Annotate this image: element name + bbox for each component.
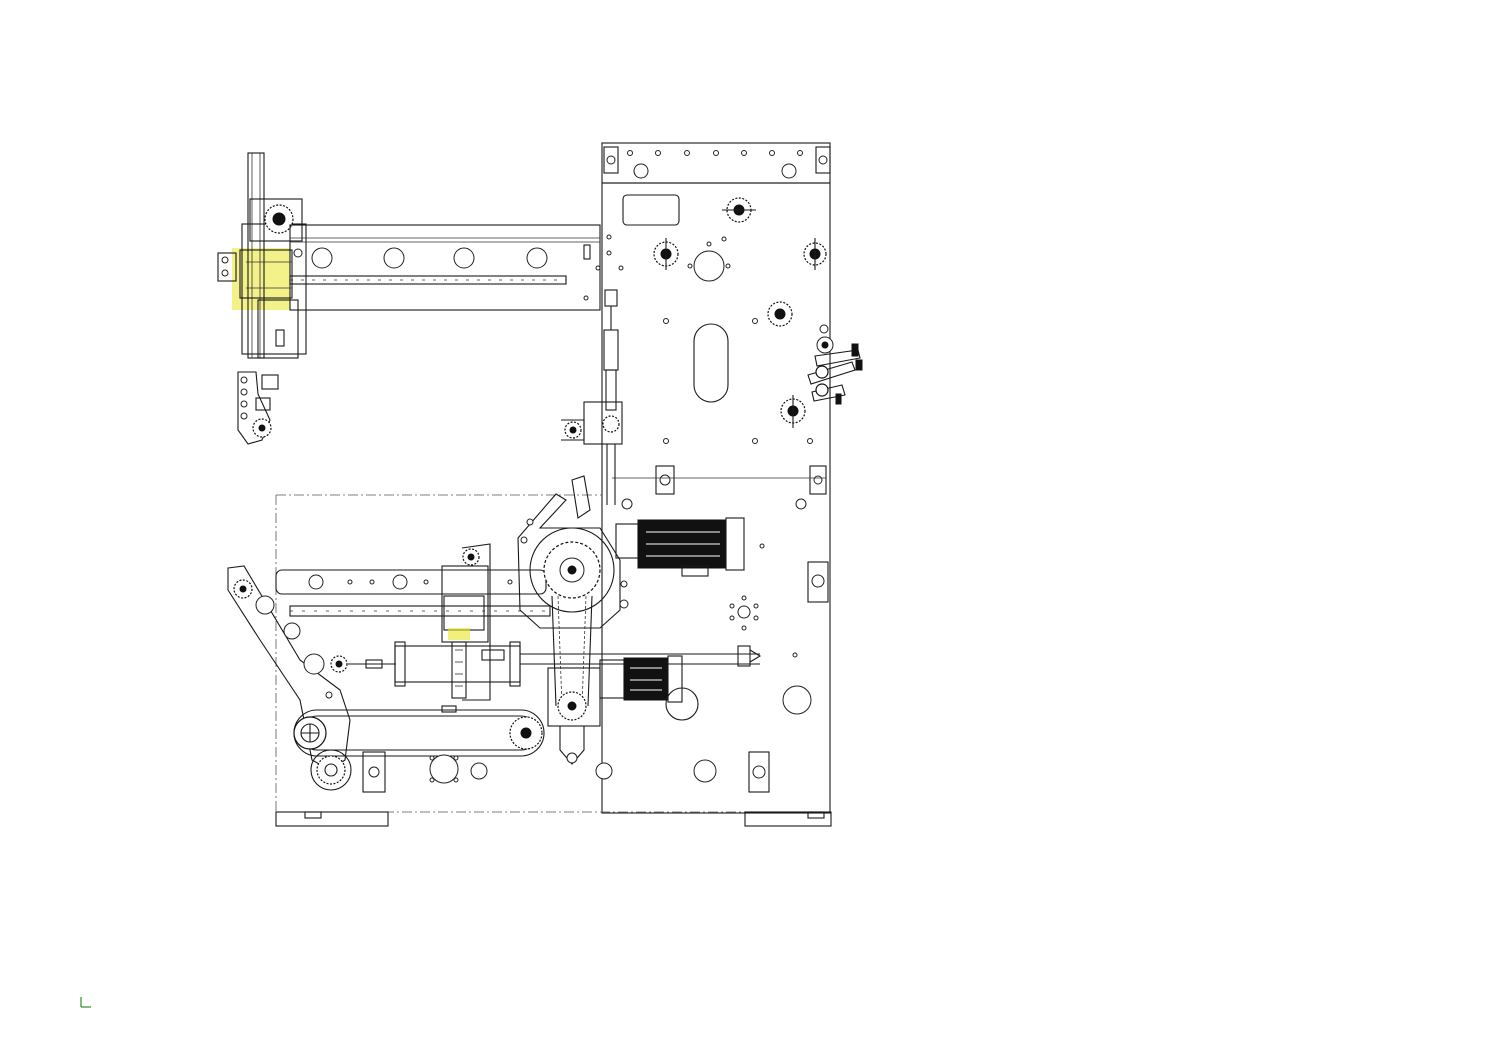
lower-gearbox <box>547 655 699 765</box>
left-foot <box>275 811 389 827</box>
highlight-region <box>232 248 290 310</box>
idler-roller-4 <box>767 301 793 327</box>
idler-roller-3 <box>803 238 827 270</box>
ucs-axis-icon <box>80 997 91 1008</box>
upper-gantry-assembly <box>217 152 601 445</box>
lower-belt-drive <box>293 709 545 757</box>
main-side-plate <box>595 142 863 814</box>
vertical-cylinder <box>561 289 623 505</box>
pneumatic-cylinder <box>330 641 762 687</box>
linear-rail <box>289 275 567 285</box>
idler-roller-1 <box>722 197 756 223</box>
tensioner-linkage <box>807 324 863 405</box>
oblong-slot <box>693 323 729 403</box>
right-foot <box>744 811 832 827</box>
main-drive-gearbox <box>517 475 629 629</box>
base-hub <box>310 749 352 791</box>
drive-chain <box>551 595 593 707</box>
idler-roller-2 <box>653 238 679 270</box>
lower-frame-assembly <box>227 475 832 827</box>
upper-servo-motor <box>615 517 745 577</box>
lower-beam <box>275 569 547 595</box>
vertical-column <box>247 152 265 359</box>
plate-window <box>622 194 680 226</box>
idler-roller-5 <box>780 395 806 428</box>
